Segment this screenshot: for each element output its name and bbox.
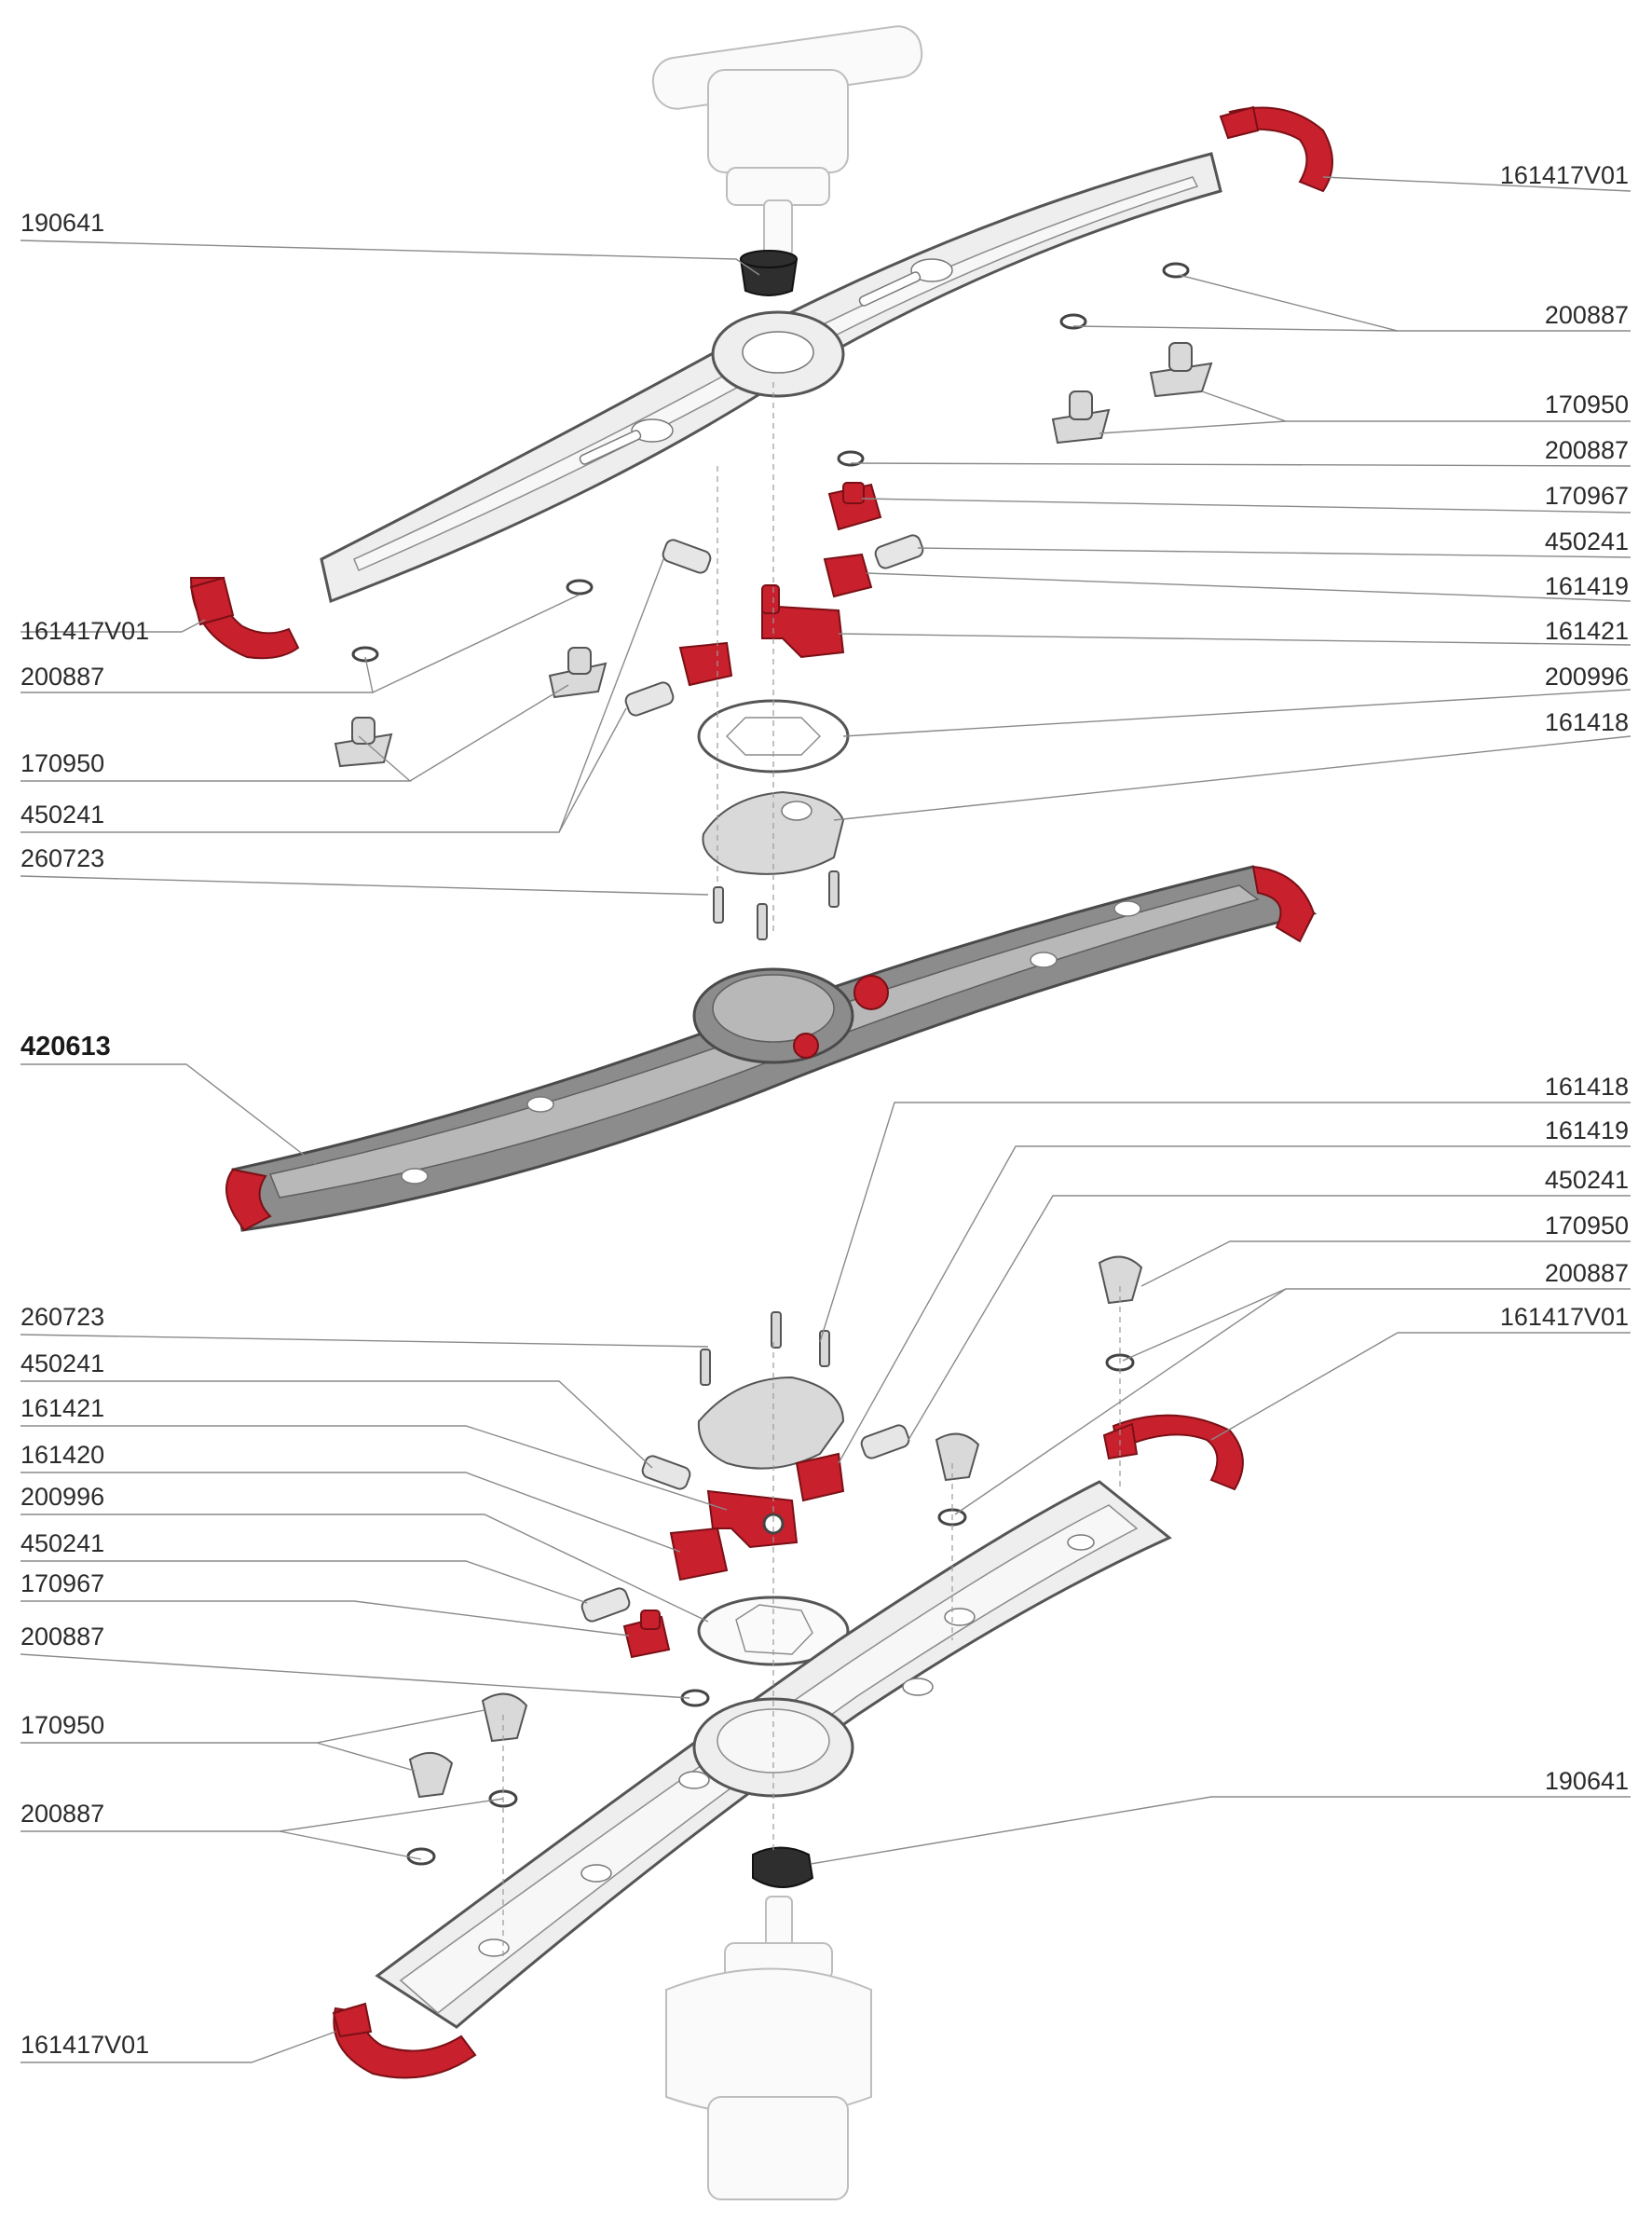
label-450241-mid: 450241	[1545, 1166, 1629, 1194]
part-170967-top	[827, 482, 882, 531]
part-450241-top-spring	[874, 534, 924, 569]
label-190641-bottom: 190641	[1545, 1767, 1629, 1795]
part-190641-top	[739, 250, 799, 296]
label-260723-bottom: 260723	[20, 1303, 104, 1331]
part-161419-top	[823, 553, 873, 598]
label-170950-top-left: 170950	[20, 749, 104, 777]
washers-200887-top-left	[351, 579, 594, 663]
lower-connector-ghost	[665, 1896, 872, 2200]
part-161417V01-bottom-left	[332, 2002, 477, 2079]
label-161418-mid: 161418	[1545, 1073, 1629, 1101]
label-161419-top: 161419	[1545, 572, 1629, 600]
label-161417V01-top-left: 161417V01	[20, 617, 149, 645]
nozzles-170950-top-left	[334, 647, 608, 768]
label-161419-mid: 161419	[1545, 1116, 1629, 1144]
part-170967-bottom	[622, 1609, 671, 1659]
label-260723-top: 260723	[20, 844, 104, 872]
label-170967-bottom: 170967	[20, 1569, 104, 1597]
washers-200887-top-right	[837, 262, 1190, 467]
part-161421-top	[761, 584, 845, 659]
upper-spray-arm	[320, 152, 1222, 604]
part-161420-bottom	[669, 1527, 729, 1582]
label-200887-mid: 200887	[1545, 1259, 1629, 1287]
springs-450241-bottom	[580, 1424, 910, 1623]
label-200887-top-a: 200887	[1545, 301, 1629, 329]
label-170967-top: 170967	[1545, 482, 1629, 510]
part-190641-bottom	[752, 1846, 814, 1888]
screws-260723-top	[713, 870, 840, 940]
label-161421-top: 161421	[1545, 617, 1629, 645]
part-161417V01-bottom-right	[1102, 1414, 1244, 1491]
label-450241-bottom-a: 450241	[20, 1349, 104, 1377]
part-161421-bottom	[706, 1489, 799, 1549]
part-161418-bottom	[697, 1376, 845, 1470]
label-200887-bottom-a: 200887	[20, 1623, 104, 1651]
label-161418-top: 161418	[1545, 708, 1629, 736]
part-161419-bottom	[795, 1452, 845, 1502]
nozzles-170950-bottom-left	[408, 1692, 528, 1799]
label-161417V01-bottom: 161417V01	[20, 2031, 149, 2059]
label-190641-top: 190641	[20, 209, 104, 237]
label-200887-top-left: 200887	[20, 663, 104, 691]
upper-connector-ghost	[651, 25, 923, 257]
labels: 190641 161417V01 200887 170950 200887 17…	[20, 161, 1629, 2059]
label-161417V01-mid: 161417V01	[1500, 1303, 1629, 1331]
label-170950-bottom: 170950	[20, 1711, 104, 1739]
part-161418-top	[702, 790, 845, 875]
label-170950-top-a: 170950	[1545, 390, 1629, 418]
label-450241-bottom-b: 450241	[20, 1529, 104, 1557]
label-420613-assembly: 420613	[20, 1032, 111, 1062]
leader-lines	[20, 176, 1632, 2063]
part-red-top-left-small	[678, 641, 733, 687]
label-200996-top: 200996	[1545, 663, 1629, 691]
label-161421-bottom: 161421	[20, 1394, 104, 1422]
label-161417V01-top-right: 161417V01	[1500, 161, 1629, 189]
upper-spray-arm-group	[189, 25, 1333, 940]
label-450241-top-a: 450241	[1545, 527, 1629, 555]
part-161417V01-top-right	[1219, 105, 1333, 193]
label-200996-bottom: 200996	[20, 1483, 104, 1511]
screws-260723-bottom	[700, 1311, 830, 1386]
label-200887-top-b: 200887	[1545, 436, 1629, 464]
washers-200887-bottom-left	[406, 1789, 518, 1866]
nozzles-170950-top-right	[1051, 342, 1213, 445]
label-200887-bottom-b: 200887	[20, 1800, 104, 1828]
part-161417V01-top-left	[189, 576, 300, 660]
label-450241-top-left: 450241	[20, 801, 104, 829]
label-170950-mid: 170950	[1545, 1212, 1629, 1240]
lower-spray-arm-group	[332, 1255, 1244, 2200]
label-161420-bottom: 161420	[20, 1441, 104, 1469]
springs-450241-top-left	[624, 539, 712, 717]
nozzles-170950-bottom-right	[935, 1255, 1143, 1482]
assembled-spray-arm-420613	[225, 865, 1318, 1232]
